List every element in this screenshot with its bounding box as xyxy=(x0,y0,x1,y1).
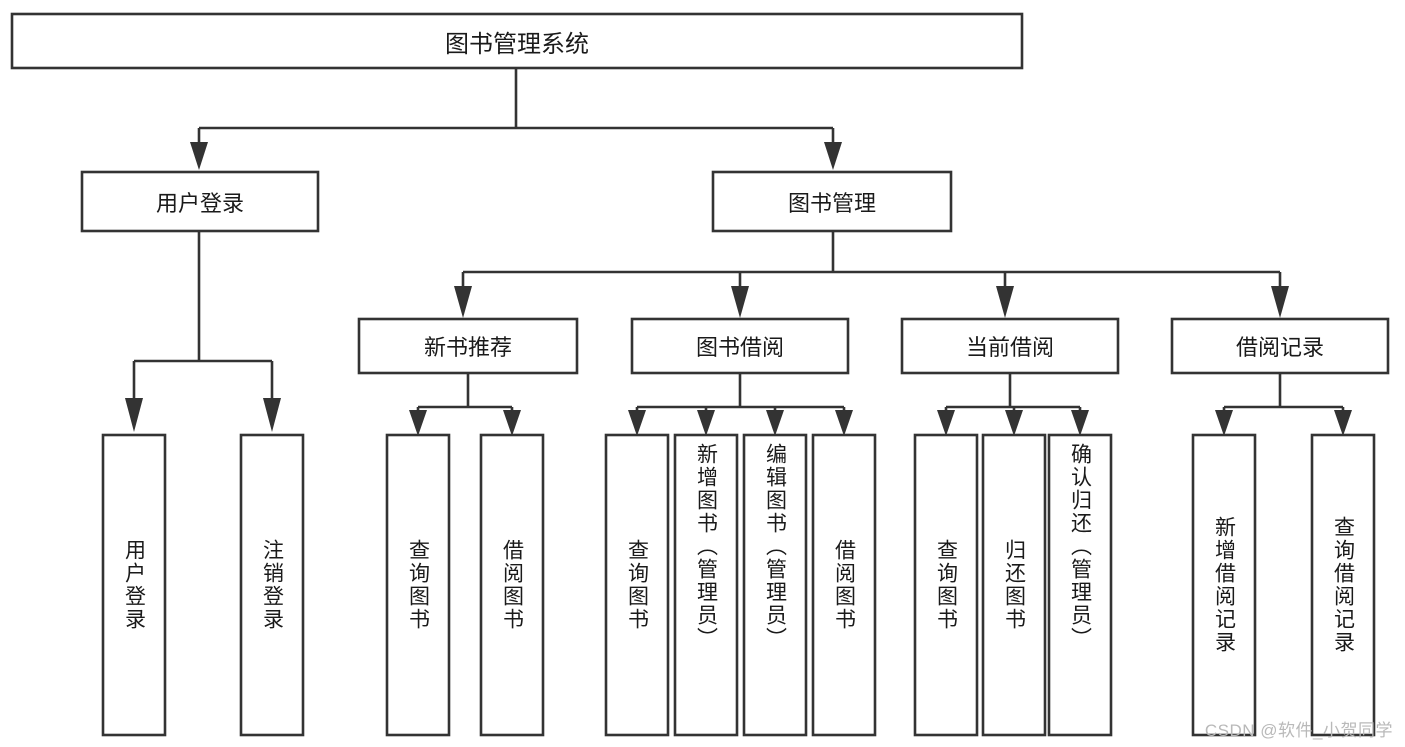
node-box-leaf-edit-book[interactable] xyxy=(742,433,808,737)
arrow-head-current-borrow xyxy=(996,286,1014,318)
arrow-head-leaf-logout-login xyxy=(263,398,281,432)
arrow-head-leaf-query-book-2 xyxy=(628,410,646,436)
arrow-head-leaf-query-book-3 xyxy=(937,410,955,436)
node-box-leaf-query-book-2[interactable] xyxy=(604,433,670,737)
connector-group-current-borrow xyxy=(937,373,1089,436)
connector-group-new-book-recommend xyxy=(409,373,521,436)
node-box-leaf-query-book-3[interactable] xyxy=(913,433,979,737)
node-box-leaf-user-login[interactable] xyxy=(101,433,167,737)
arrow-head-book-management xyxy=(824,142,842,170)
node-box-leaf-borrow-book-1[interactable] xyxy=(479,433,545,737)
node-box-leaf-add-record[interactable] xyxy=(1191,433,1257,737)
arrow-head-book-borrow xyxy=(731,286,749,318)
node-box-book-management[interactable] xyxy=(711,170,953,233)
arrow-head-leaf-edit-book xyxy=(766,410,784,436)
connector-group-borrow-record xyxy=(1215,373,1352,436)
connector-group-user-login xyxy=(125,231,281,432)
connector-group-root xyxy=(190,68,842,170)
node-box-leaf-logout-login[interactable] xyxy=(239,433,305,737)
arrow-head-leaf-borrow-book-1 xyxy=(503,410,521,436)
arrow-head-leaf-query-book-1 xyxy=(409,410,427,436)
arrow-head-leaf-user-login xyxy=(125,398,143,432)
arrow-head-leaf-add-book xyxy=(697,410,715,436)
arrow-head-new-book-recommend xyxy=(454,286,472,318)
arrow-head-leaf-borrow-book-2 xyxy=(835,410,853,436)
arrow-head-user-login xyxy=(190,142,208,170)
node-box-root[interactable] xyxy=(10,12,1024,70)
arrow-head-leaf-query-record xyxy=(1334,410,1352,436)
arrow-head-leaf-confirm-return xyxy=(1071,410,1089,436)
node-box-leaf-query-book-1[interactable] xyxy=(385,433,451,737)
node-box-leaf-confirm-return[interactable] xyxy=(1047,433,1113,737)
arrow-head-leaf-add-record xyxy=(1215,410,1233,436)
connector-group-book-management xyxy=(454,231,1289,318)
connector-group-book-borrow xyxy=(628,373,853,436)
node-box-book-borrow[interactable] xyxy=(630,317,850,375)
node-box-leaf-query-record[interactable] xyxy=(1310,433,1376,737)
node-box-leaf-add-book[interactable] xyxy=(673,433,739,737)
node-box-user-login[interactable] xyxy=(80,170,320,233)
arrow-head-leaf-return-book xyxy=(1005,410,1023,436)
node-box-borrow-record[interactable] xyxy=(1170,317,1390,375)
watermark-text: CSDN @软件_小贺同学 xyxy=(1204,721,1393,740)
node-box-leaf-borrow-book-2[interactable] xyxy=(811,433,877,737)
arrow-head-borrow-record xyxy=(1271,286,1289,318)
node-box-current-borrow[interactable] xyxy=(900,317,1120,375)
node-box-new-book-recommend[interactable] xyxy=(357,317,579,375)
node-box-leaf-return-book[interactable] xyxy=(981,433,1047,737)
